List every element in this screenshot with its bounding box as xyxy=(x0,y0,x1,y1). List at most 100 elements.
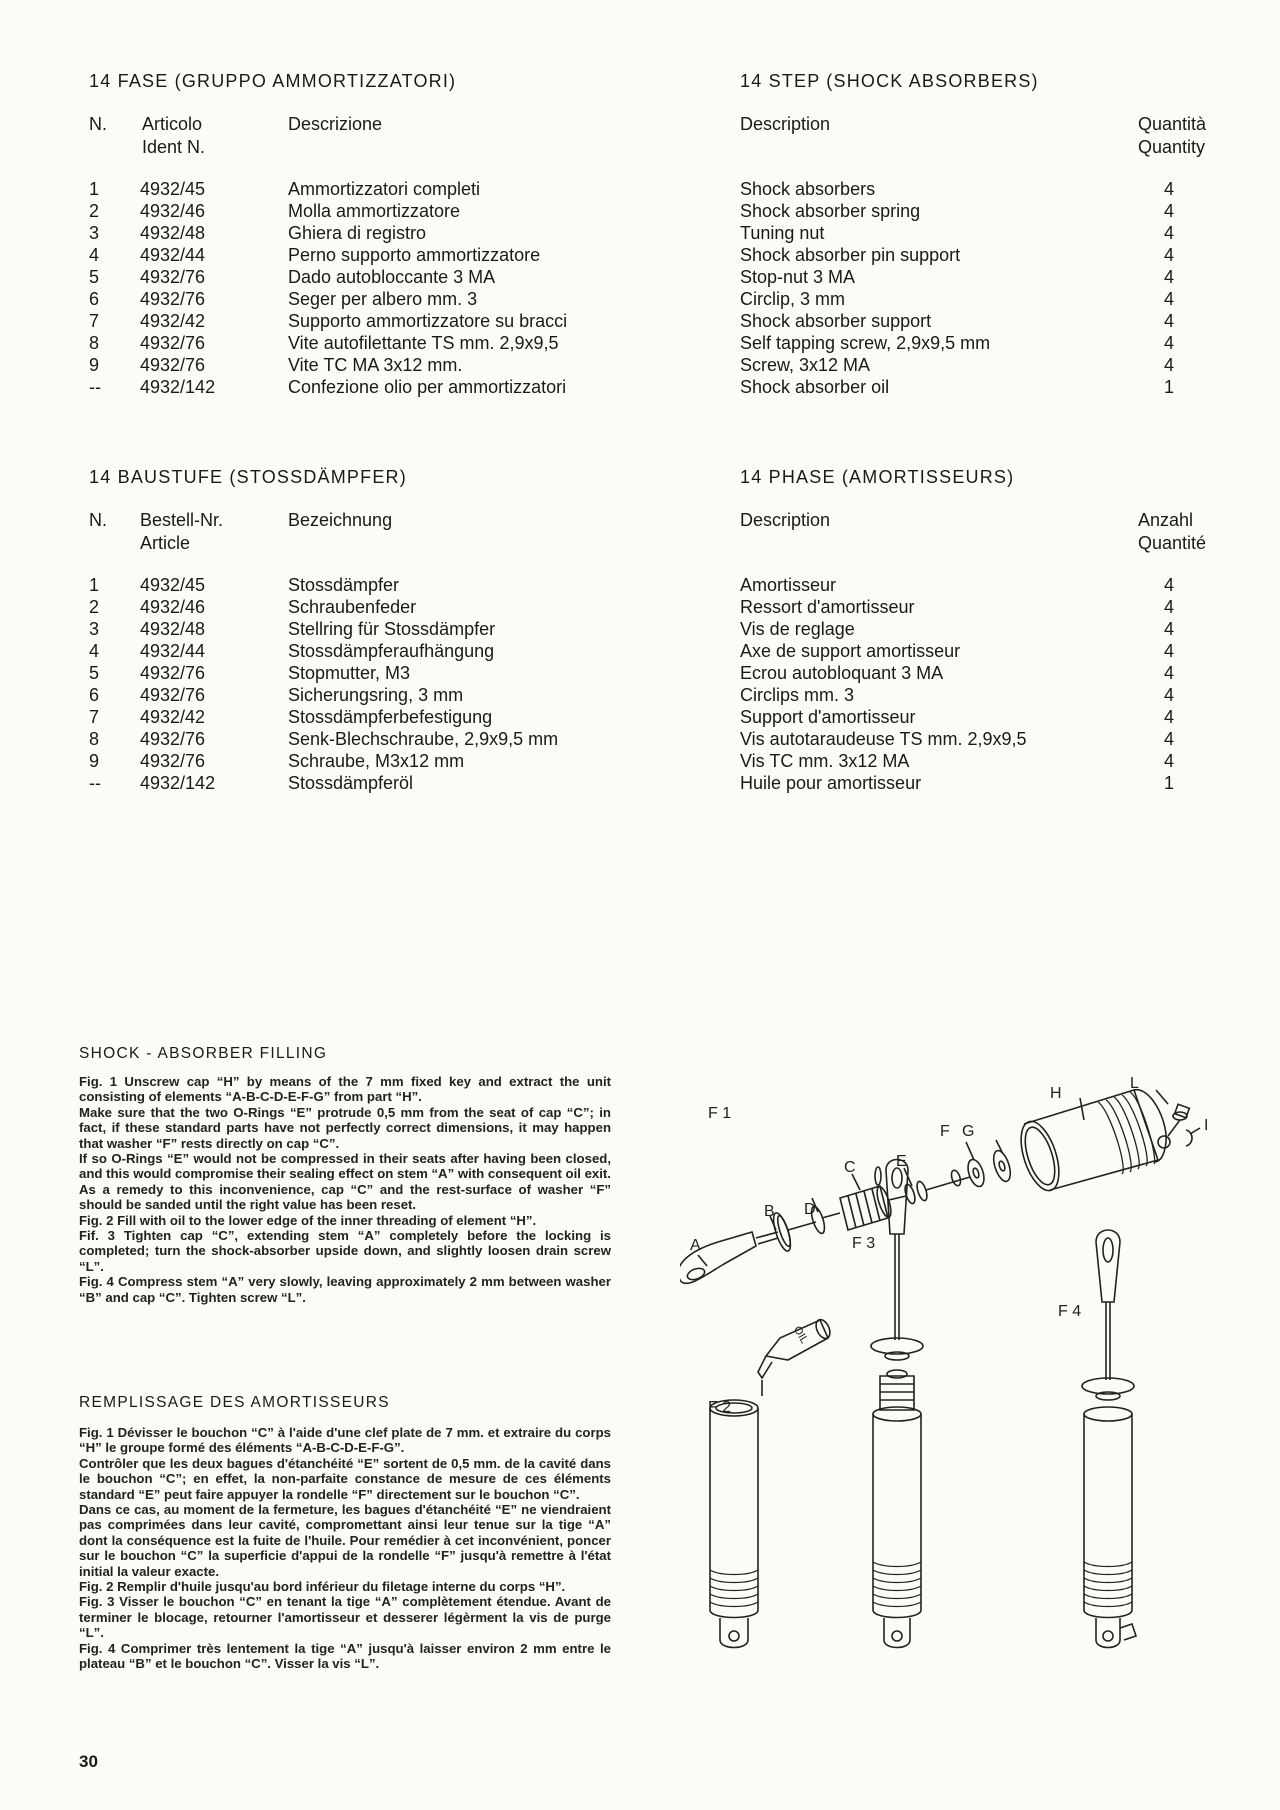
row-number: 8 xyxy=(89,729,100,749)
row-number: 5 xyxy=(89,663,100,683)
drain-screw-l xyxy=(1157,1103,1191,1149)
col-header-qty-line1: Anzahl xyxy=(1138,510,1194,530)
row-desc: Stossdämpfer xyxy=(288,575,400,595)
col-header-desc-en: Description xyxy=(740,114,831,134)
col-header-article-line1: Bestell-Nr. xyxy=(140,510,224,530)
col-header-article-it: Articolo Ident N. xyxy=(142,113,205,159)
row-qty: 4 xyxy=(1164,179,1175,199)
instructions-en: Fig. 1 Unscrew cap “H” by means of the 7… xyxy=(79,1074,611,1305)
row-desc: Axe de support amortisseur xyxy=(740,641,961,661)
row-desc: Self tapping screw, 2,9x9,5 mm xyxy=(740,333,991,353)
row-code: 4932/45 xyxy=(140,575,206,595)
row-code: 4932/46 xyxy=(140,597,206,617)
row-desc: Amortisseur xyxy=(740,575,837,595)
row-code: 4932/76 xyxy=(140,751,206,771)
row-desc: Circlips mm. 3 xyxy=(740,685,855,705)
row-qty: 4 xyxy=(1164,201,1175,221)
row-desc: Dado autobloccante 3 MA xyxy=(288,267,496,287)
row-code: 4932/45 xyxy=(140,179,206,199)
row-code: 4932/42 xyxy=(140,707,206,727)
table-row: Shock absorber oil 1 xyxy=(740,376,1180,398)
col-header-article-line2: Article xyxy=(140,533,191,553)
row-desc: Tuning nut xyxy=(740,223,825,243)
shock-absorber-illustration: F 1 A B D C E F G H L I F 3 F 2 F 4 OIL xyxy=(680,1075,1208,1649)
fig-label-f3: F 3 xyxy=(852,1235,875,1252)
row-desc: Stossdämpferbefestigung xyxy=(288,707,493,727)
col-header-qty-line1: Quantità xyxy=(1138,114,1207,134)
part-label-e: E xyxy=(896,1153,907,1170)
row-code: 4932/44 xyxy=(140,641,206,661)
row-qty: 4 xyxy=(1164,641,1175,661)
row-code: 4932/48 xyxy=(140,619,206,639)
col-header-article-line2: Ident N. xyxy=(142,137,206,157)
instruction-paragraph: If so O-Rings “E” would not be compresse… xyxy=(79,1151,611,1182)
row-desc: Shock absorbers xyxy=(740,179,876,199)
instruction-paragraph: As a remedy to this inconvenience, cap “… xyxy=(79,1181,611,1213)
row-number: 6 xyxy=(89,685,100,705)
row-desc: Shock absorber oil xyxy=(740,377,890,397)
eye-end-a xyxy=(680,1231,779,1285)
shock-assembly-fig3 xyxy=(870,1158,924,1649)
row-number: 9 xyxy=(89,355,100,375)
instruction-paragraph: Make sure that the two O-Rings “E” protr… xyxy=(79,1104,611,1151)
col-header-n-it: N. xyxy=(89,114,107,134)
table-row: Shock absorbers 4 xyxy=(740,178,1180,200)
row-desc: Vite TC MA 3x12 mm. xyxy=(288,355,463,375)
row-desc: Senk-Blechschraube, 2,9x9,5 mm xyxy=(288,729,559,749)
col-header-n-de: N. xyxy=(89,510,107,530)
instruction-paragraph: Fig. 1 Unscrew cap “H” by means of the 7… xyxy=(79,1074,611,1105)
row-desc: Ammortizzatori completi xyxy=(288,179,481,199)
row-number: 4 xyxy=(89,641,100,661)
col-header-desc-fr: Description xyxy=(740,510,831,530)
row-number: 7 xyxy=(89,311,100,331)
row-code: 4932/142 xyxy=(140,773,216,793)
row-qty: 4 xyxy=(1164,311,1175,331)
col-header-desc-de: Bezeichnung xyxy=(288,510,393,530)
instruction-paragraph: Fif. 3 Tighten cap “C”, extending stem “… xyxy=(79,1228,611,1274)
row-desc: Sicherungsring, 3 mm xyxy=(288,685,464,705)
instruction-paragraph: Contrôler que les deux bagues d'étanchéi… xyxy=(79,1455,611,1502)
row-desc: Huile pour amortisseur xyxy=(740,773,922,793)
row-desc: Supporto ammortizzatore su bracci xyxy=(288,311,568,331)
table-row: 1 4932/45 Stossdämpfer xyxy=(89,574,649,596)
fig-label-f4: F 4 xyxy=(1058,1303,1081,1320)
instruction-paragraph: Fig. 2 Remplir d'huile jusqu'au bord inf… xyxy=(79,1579,566,1595)
row-code: 4932/46 xyxy=(140,201,206,221)
instructions-en-title: SHOCK - ABSORBER FILLING xyxy=(79,1045,328,1062)
row-number: 1 xyxy=(89,575,100,595)
instruction-paragraph: Fig. 1 Dévisser le bouchon “C” à l'aide … xyxy=(79,1425,611,1456)
row-number: 2 xyxy=(89,597,100,617)
row-qty: 1 xyxy=(1164,377,1175,397)
row-qty: 4 xyxy=(1164,267,1175,287)
row-desc: Perno supporto ammortizzatore xyxy=(288,245,541,265)
row-number: 5 xyxy=(89,267,100,287)
row-number: 6 xyxy=(89,289,100,309)
instructions-fr: Fig. 1 Dévisser le bouchon “C” à l'aide … xyxy=(79,1425,611,1672)
row-desc: Screw, 3x12 MA xyxy=(740,355,871,375)
page-number: 30 xyxy=(79,1752,98,1771)
cap-c xyxy=(839,1184,892,1232)
part-label-d: D xyxy=(804,1201,816,1218)
instruction-paragraph: Fig. 4 Compress stem “A” very slowly, le… xyxy=(79,1274,611,1305)
section-title-de: 14 BAUSTUFE (STOSSDÄMPFER) xyxy=(89,467,407,487)
row-number: 8 xyxy=(89,333,100,353)
row-desc: Stossdämpferöl xyxy=(288,773,414,793)
